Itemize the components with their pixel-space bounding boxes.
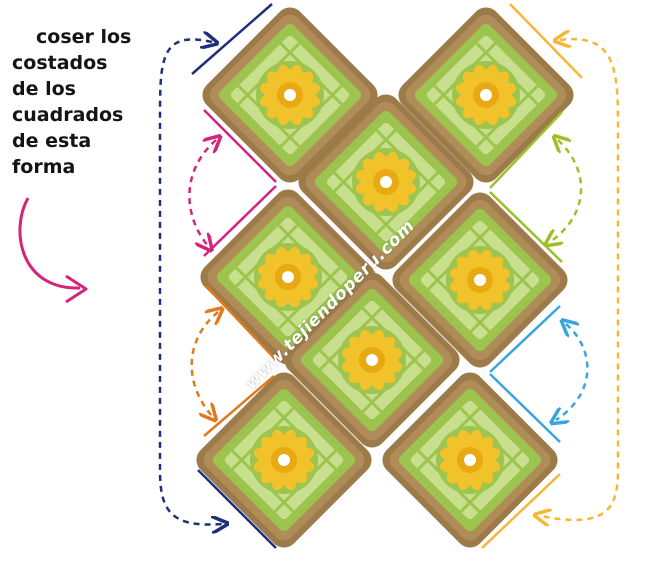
instruction-line: de los (12, 78, 76, 100)
dashed-double-arrow-icon (158, 39, 222, 524)
sewing-arrows (158, 39, 620, 524)
instruction-line: de esta (12, 130, 92, 152)
instruction-line: forma (12, 156, 76, 178)
dashed-double-arrow-icon (556, 324, 589, 420)
instruction-line: costados (12, 52, 108, 74)
dashed-double-arrow-icon (550, 140, 583, 242)
instruction-text: coser los costados de los cuadrados de e… (12, 24, 162, 180)
dashed-double-arrow-icon (540, 39, 620, 520)
granny-squares (189, 0, 581, 555)
dashed-double-arrow-icon (188, 140, 216, 246)
dashed-double-arrow-icon (190, 312, 218, 416)
instruction-line: cuadrados (12, 104, 124, 126)
curved-arrow-icon (18, 197, 88, 304)
instruction-line: coser los (36, 26, 132, 48)
